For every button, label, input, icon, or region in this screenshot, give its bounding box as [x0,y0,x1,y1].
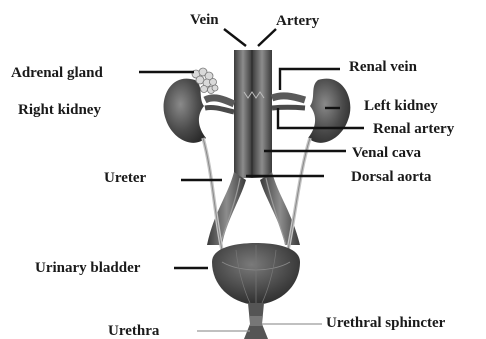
urinary-bladder-organ [212,243,300,305]
label-renal-vein: Renal vein [349,59,418,75]
label-venal-cava: Venal cava [352,145,422,161]
label-right-kidney: Right kidney [18,102,101,118]
label-adrenal-gland: Adrenal gland [11,65,103,81]
venal-cava-shape [234,50,252,178]
main-vessels [207,50,300,245]
label-dorsal-aorta: Dorsal aorta [351,169,432,185]
label-urethra: Urethra [108,323,160,339]
label-urethral-sphincter: Urethral sphincter [326,315,446,331]
right-kidney-organ [164,79,206,143]
urethra-organ [244,303,268,339]
label-left-kidney: Left kidney [364,98,438,114]
left-kidney-organ [308,79,350,143]
dorsal-aorta-shape [252,50,272,178]
label-urinary-bladder: Urinary bladder [35,260,141,276]
label-ureter: Ureter [104,170,147,186]
label-renal-artery: Renal artery [373,121,455,137]
label-artery: Artery [276,13,320,29]
label-vein: Vein [190,12,219,28]
